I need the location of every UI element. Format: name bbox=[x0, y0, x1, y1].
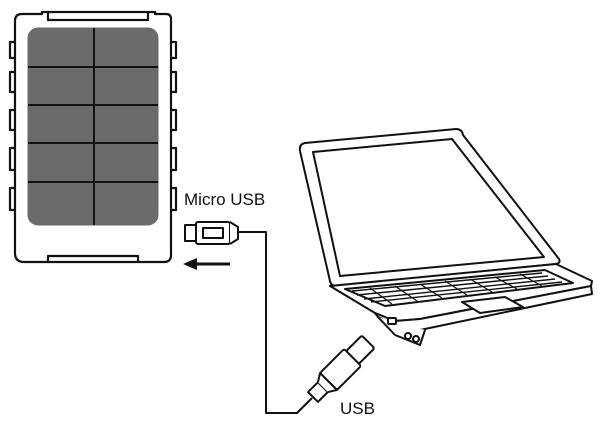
micro-usb-label: Micro USB bbox=[184, 190, 266, 209]
usb-plug bbox=[346, 335, 375, 364]
top-clip bbox=[46, 12, 150, 22]
micro-usb-taper bbox=[229, 221, 239, 245]
micro-usb-inner bbox=[202, 227, 224, 239]
right-grips bbox=[171, 40, 178, 212]
left-grips bbox=[8, 40, 15, 212]
solar-panel bbox=[27, 27, 159, 226]
laptop-audio-port-1 bbox=[404, 332, 412, 340]
laptop-screen bbox=[312, 138, 545, 277]
usb-a-connector bbox=[307, 335, 375, 403]
laptop-key-columns bbox=[369, 273, 543, 305]
laptop-audio-port-2 bbox=[412, 335, 420, 343]
usb-cable bbox=[238, 231, 313, 414]
power-bank-body bbox=[13, 10, 173, 264]
left-arrow-icon bbox=[183, 258, 230, 270]
laptop-trackpad bbox=[461, 296, 524, 314]
laptop bbox=[298, 128, 593, 346]
usb-label: USB bbox=[340, 399, 375, 418]
laptop-usb-port bbox=[387, 317, 397, 325]
micro-usb-connector bbox=[184, 221, 239, 245]
solar-power-bank bbox=[8, 10, 178, 264]
solar-panel-grid bbox=[28, 28, 158, 225]
bottom-clip bbox=[46, 254, 140, 262]
